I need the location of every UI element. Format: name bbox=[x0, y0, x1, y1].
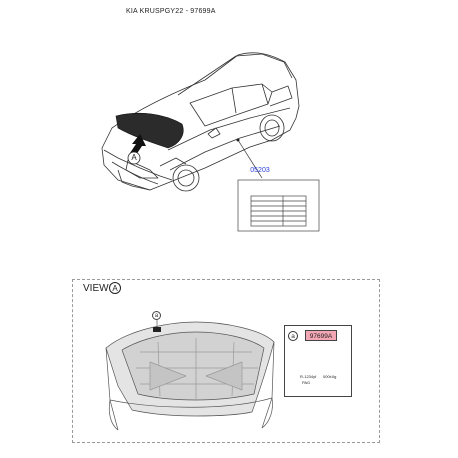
label-card-part-number[interactable]: 97699A bbox=[305, 330, 337, 341]
refrigerant-type: R-1234yf bbox=[300, 374, 317, 379]
view-marker: A bbox=[109, 282, 121, 294]
callout-leader bbox=[237, 139, 263, 179]
oil-type: PAG bbox=[302, 380, 311, 385]
hood-underside bbox=[105, 321, 275, 431]
diagram-title: KIA KRUSPGY22 - 97699A bbox=[126, 8, 216, 15]
callout-part-number[interactable]: 05203 bbox=[250, 167, 270, 174]
label-card-marker: a bbox=[288, 331, 298, 341]
refrigerant-amount: 000±0g bbox=[323, 374, 337, 379]
car-illustration bbox=[101, 52, 300, 192]
car-marker-circle bbox=[127, 151, 141, 165]
view-label: VIEW bbox=[83, 283, 109, 294]
hood-highlight bbox=[115, 112, 184, 149]
hood-label-position-marker: a bbox=[152, 311, 161, 320]
car-view-marker: A bbox=[131, 153, 137, 162]
hood-label-marker bbox=[153, 327, 161, 332]
view-frame bbox=[72, 279, 380, 443]
label-drawing bbox=[237, 179, 320, 232]
